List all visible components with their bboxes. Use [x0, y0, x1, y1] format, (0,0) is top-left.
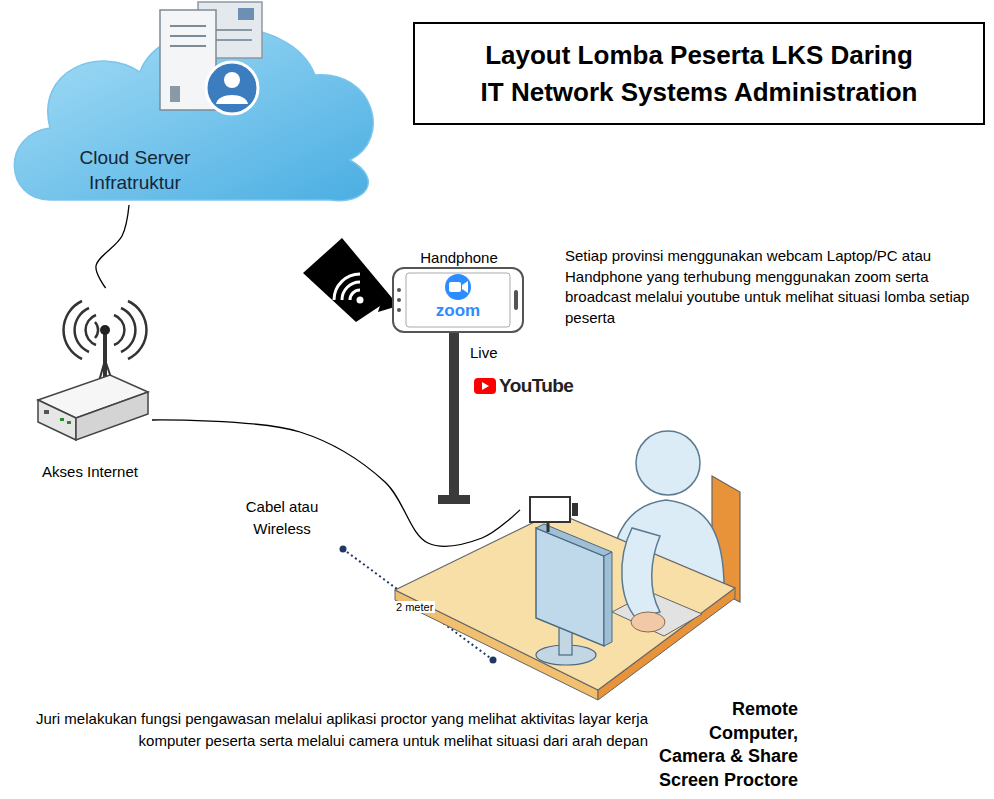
- node-label: Handphone: [390, 248, 528, 268]
- zoom-logo: [445, 274, 471, 300]
- network-cable: [152, 420, 520, 546]
- youtube-logo: [474, 378, 496, 394]
- server-icon: [170, 45, 206, 47]
- router-icon: [76, 392, 148, 440]
- wifi-card: [342, 282, 360, 300]
- router-icon: [114, 315, 124, 345]
- phone-device: [393, 268, 523, 332]
- webcam: [547, 522, 550, 532]
- monitor: [536, 524, 612, 665]
- diagram-title: Layout Lomba Peserta LKS Daring IT Netwo…: [479, 37, 920, 110]
- wifi-card: [303, 238, 392, 322]
- server-icon: [238, 8, 254, 20]
- dimension-label: 2 meter: [394, 601, 435, 613]
- wifi-card: [350, 290, 360, 300]
- wifi-card: [357, 297, 364, 304]
- user-badge: [206, 62, 258, 114]
- node-label: Cloud Server Infratruktur: [50, 146, 220, 195]
- phone-device: [393, 268, 523, 332]
- phone-device: [514, 290, 518, 310]
- webcam: [530, 497, 570, 522]
- router-icon: [67, 421, 71, 424]
- person: [636, 431, 700, 495]
- router-icon: [95, 322, 98, 338]
- network-cable: [96, 205, 129, 288]
- title-box: Layout Lomba Peserta LKS Daring IT Netwo…: [413, 22, 985, 125]
- arm: [622, 528, 660, 618]
- phone-device: [397, 288, 401, 292]
- router-icon: [121, 308, 135, 352]
- workstation-node: Remote Computer, Camera & Share Screen P…: [520, 490, 802, 796]
- router-icon: [86, 315, 96, 345]
- user-badge: [224, 72, 240, 88]
- router-icon: [64, 301, 82, 359]
- router-icon: [44, 410, 49, 414]
- node-label: Akses Internet: [30, 462, 150, 482]
- monitor: [604, 552, 612, 646]
- arm: [622, 528, 665, 632]
- router-icon: [100, 325, 110, 335]
- live-label: Live: [470, 345, 514, 362]
- phone-stand: [449, 332, 459, 498]
- user-badge: [216, 95, 248, 104]
- phone-stand: [438, 332, 470, 504]
- webcam: [572, 503, 578, 516]
- wifi-card: [334, 274, 360, 300]
- router-node: Akses Internet: [30, 288, 152, 485]
- desk: [395, 512, 735, 690]
- webcam: [530, 497, 578, 532]
- note-text: Setiap provinsi menggunakan webcam Lapto…: [565, 246, 987, 329]
- server-icon: [170, 86, 180, 102]
- youtube-logo: [482, 382, 489, 390]
- phone-device: [406, 273, 510, 327]
- node-label: Remote Computer, Camera & Share Screen P…: [646, 698, 798, 792]
- distance-marker: [340, 546, 347, 553]
- distance-marker: [490, 657, 497, 664]
- phone-node: Handphone: [390, 248, 530, 334]
- cloud-node: Cloud Server Infratruktur: [10, 0, 382, 205]
- arm: [631, 612, 665, 632]
- zoom-wordmark: zoom: [423, 302, 493, 321]
- zoom-logo: [462, 281, 468, 293]
- phone-stand: [438, 495, 470, 504]
- desk: [395, 512, 735, 700]
- zoom-logo: [449, 282, 461, 292]
- zoom-logo: [445, 274, 471, 300]
- note-text: Juri melakukan fungsi pengawasan melalui…: [28, 708, 648, 752]
- phone-device: [397, 308, 401, 312]
- wifi-card: [303, 238, 398, 322]
- router-icon: [38, 400, 76, 440]
- youtube-logo: [474, 378, 496, 394]
- youtube-wordmark: YouTube: [499, 376, 589, 395]
- user-badge: [206, 62, 258, 114]
- router-icon: [128, 301, 146, 359]
- server-icon: [170, 25, 206, 27]
- router-icon: [75, 308, 89, 352]
- server-icon: [170, 35, 206, 37]
- router-icon: [38, 301, 148, 440]
- phone-device: [397, 298, 401, 302]
- connection-label: Cabel atau Wireless: [232, 496, 332, 540]
- router-icon: [60, 418, 64, 421]
